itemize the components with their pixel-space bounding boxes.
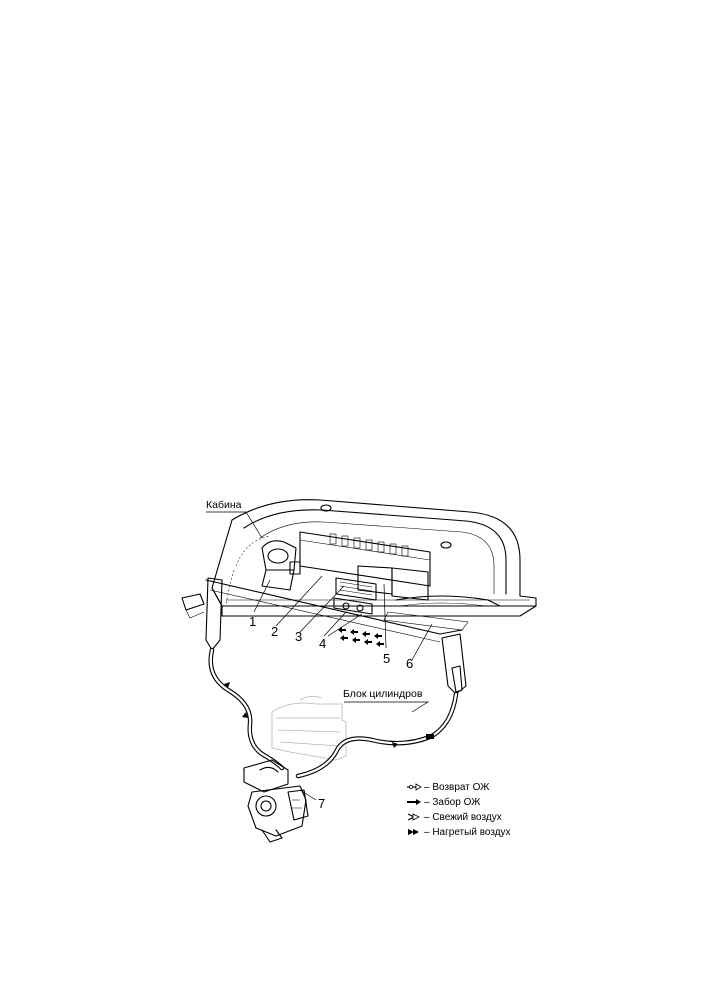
label-cylinder-block: Блок цилиндров <box>343 688 423 700</box>
legend: – Возврат ОЖ – Забор ОЖ – Свежий воздух … <box>407 782 511 838</box>
label-cab: Кабина <box>206 499 242 511</box>
coolant-intake-arrow-icon <box>407 799 421 805</box>
callout-1: 1 <box>249 614 256 629</box>
leader-lines <box>206 511 433 801</box>
callout-3: 3 <box>295 629 302 644</box>
heated-air-outlets <box>338 627 384 647</box>
left-pillar <box>181 577 223 651</box>
callout-4: 4 <box>319 636 326 651</box>
legend-coolant-intake: – Забор ОЖ <box>424 796 481 808</box>
heater-unit <box>225 531 501 631</box>
right-pillar <box>441 633 467 695</box>
coolant-return-arrow-icon <box>407 783 422 791</box>
legend-coolant-return: – Возврат ОЖ <box>424 782 490 793</box>
callout-6: 6 <box>406 656 413 671</box>
callout-2: 2 <box>271 624 278 639</box>
auxiliary-heater <box>243 759 309 843</box>
coolant-hose-right <box>295 691 459 779</box>
coolant-hose-left <box>208 647 285 771</box>
legend-fresh-air: – Свежий воздух <box>424 812 502 823</box>
callout-5: 5 <box>383 651 390 666</box>
fresh-air-arrow-icon <box>407 813 420 821</box>
callout-7: 7 <box>318 796 325 811</box>
cylinder-block-outline <box>271 696 347 761</box>
legend-heated-air: – Нагретый воздух <box>424 827 511 838</box>
cab-roof-frame <box>205 499 537 643</box>
heated-air-arrow-icon <box>408 829 419 835</box>
